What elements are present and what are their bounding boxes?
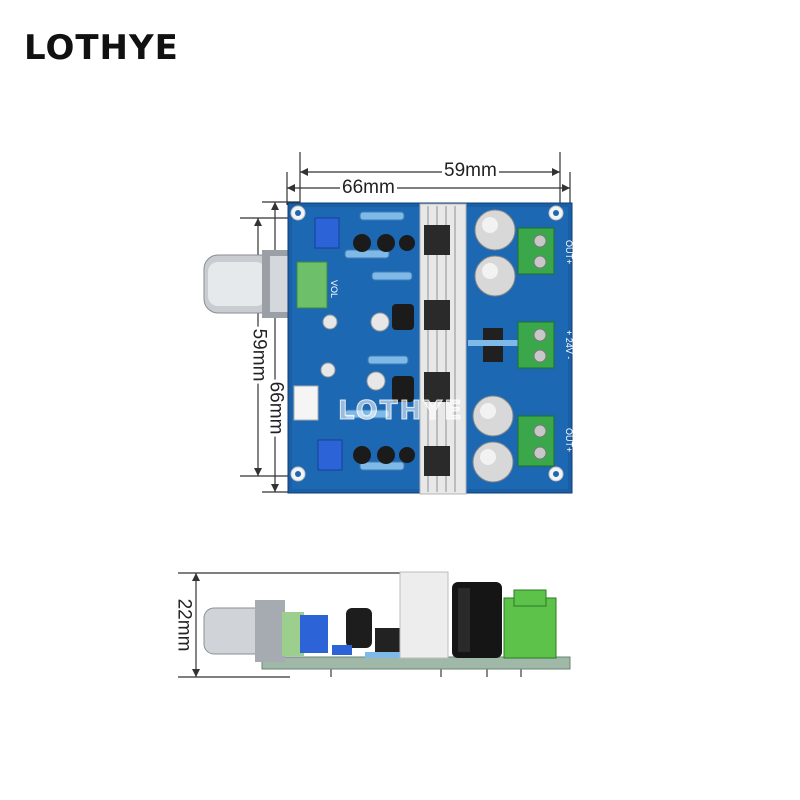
- dimension-top-outer: 66mm: [340, 177, 397, 198]
- label-out-bottom: OUT+: [564, 428, 574, 452]
- brand-logo: LOTHYE: [24, 28, 179, 68]
- label-out-top: OUT+: [564, 240, 574, 264]
- dimension-lines-top: [240, 152, 571, 493]
- label-vol: VOL: [329, 280, 339, 298]
- dimension-lines-side: [178, 572, 400, 678]
- pcb-top-view: [203, 202, 573, 495]
- dimension-left-outer: 66mm: [265, 379, 287, 437]
- dimension-height: 22mm: [173, 596, 195, 654]
- pcb-side-view: [203, 571, 571, 677]
- dimension-top-inner: 59mm: [442, 160, 499, 181]
- label-power: + 24V -: [564, 330, 574, 359]
- dimension-left-inner: 59mm: [248, 326, 270, 384]
- watermark-logo: LOTHYE: [338, 396, 464, 427]
